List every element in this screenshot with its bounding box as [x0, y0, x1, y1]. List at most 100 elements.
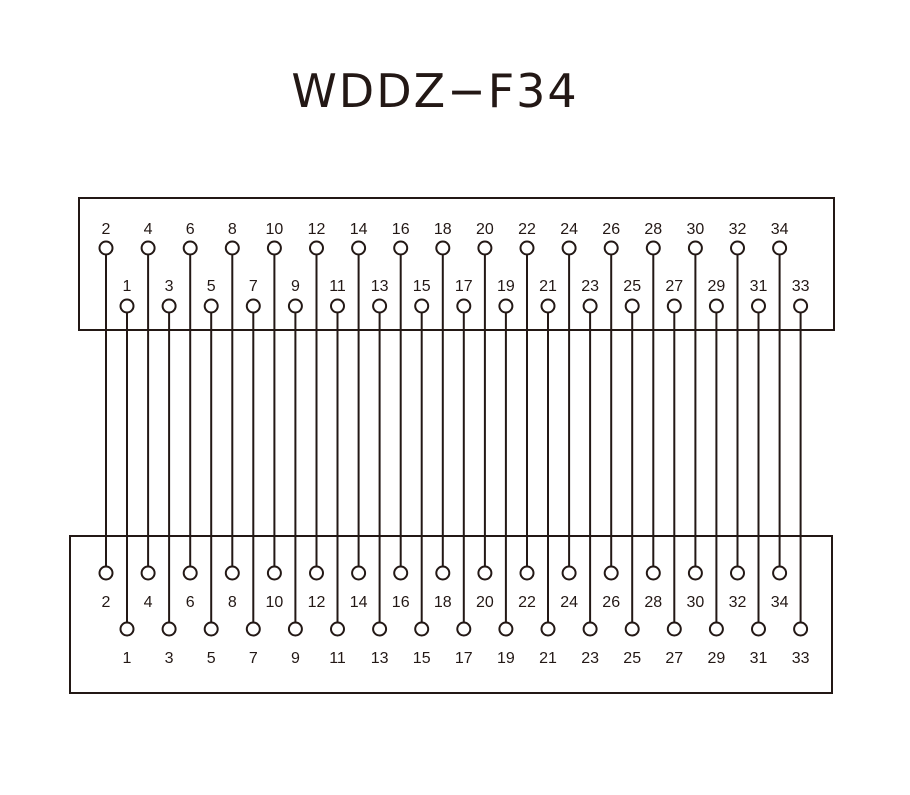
bottom-pin-3	[161, 621, 177, 637]
top-pin-19	[498, 298, 514, 314]
bottom-pin-19	[498, 621, 514, 637]
top-pin-label-21: 21	[539, 278, 557, 295]
top-pin-33	[793, 298, 809, 314]
top-pin-label-8: 8	[228, 221, 237, 238]
bottom-pin-1	[119, 621, 135, 637]
top-pin-label-32: 32	[729, 221, 747, 238]
top-pin-label-5: 5	[207, 278, 216, 295]
top-pin-28	[645, 240, 661, 256]
top-pin-label-6: 6	[186, 221, 195, 238]
bottom-pin-18	[435, 565, 451, 581]
top-pin-17	[456, 298, 472, 314]
bottom-pin-label-27: 27	[665, 650, 683, 667]
bottom-pin-label-2: 2	[102, 594, 111, 611]
diagram-title: WDDZ−F34	[291, 64, 579, 118]
top-pin-label-10: 10	[266, 221, 284, 238]
bottom-pin-30	[687, 565, 703, 581]
top-pin-label-13: 13	[371, 278, 389, 295]
top-pin-24	[561, 240, 577, 256]
bottom-pin-15	[414, 621, 430, 637]
bottom-pin-28	[645, 565, 661, 581]
top-pin-27	[666, 298, 682, 314]
bottom-pin-label-18: 18	[434, 594, 452, 611]
bottom-pin-21	[540, 621, 556, 637]
top-pin-31	[751, 298, 766, 314]
bottom-terminal-block	[69, 535, 833, 694]
bottom-pin-label-14: 14	[350, 594, 368, 611]
top-pin-21	[540, 298, 556, 314]
top-terminal-block	[78, 197, 835, 331]
top-pin-30	[687, 240, 703, 256]
top-pin-label-31: 31	[750, 278, 768, 295]
top-pin-label-4: 4	[144, 221, 153, 238]
bottom-pin-11	[330, 621, 345, 637]
bottom-pin-label-20: 20	[476, 594, 494, 611]
top-pin-label-20: 20	[476, 221, 494, 238]
bottom-pin-label-8: 8	[228, 594, 237, 611]
top-pin-7	[245, 298, 261, 314]
bottom-pin-label-24: 24	[560, 594, 578, 611]
top-pin-label-11: 11	[329, 278, 346, 295]
top-pin-6	[182, 240, 198, 256]
top-pin-label-3: 3	[165, 278, 174, 295]
top-pin-29	[708, 298, 724, 314]
bottom-pin-14	[351, 565, 367, 581]
bottom-pin-label-16: 16	[392, 594, 410, 611]
top-pin-9	[287, 298, 303, 314]
top-pin-14	[351, 240, 367, 256]
top-pin-8	[224, 240, 240, 256]
bottom-pin-33	[793, 621, 809, 637]
top-pin-26	[603, 240, 619, 256]
top-pin-16	[393, 240, 409, 256]
top-pin-11	[330, 298, 345, 314]
top-pin-1	[119, 298, 135, 314]
bottom-pin-label-21: 21	[539, 650, 557, 667]
bottom-pin-34	[772, 565, 788, 581]
bottom-pin-label-9: 9	[291, 650, 300, 667]
top-pin-12	[309, 240, 324, 256]
top-pin-22	[519, 240, 535, 256]
top-pin-2	[98, 240, 114, 256]
top-pin-23	[582, 298, 598, 314]
bottom-pin-label-26: 26	[602, 594, 620, 611]
top-pin-label-7: 7	[249, 278, 258, 295]
top-pin-label-24: 24	[560, 221, 578, 238]
top-pin-label-26: 26	[602, 221, 620, 238]
top-pin-label-30: 30	[687, 221, 705, 238]
top-pin-4	[140, 240, 156, 256]
bottom-pin-label-5: 5	[207, 650, 216, 667]
bottom-pin-label-6: 6	[186, 594, 195, 611]
bottom-pin-25	[624, 621, 640, 637]
bottom-pin-23	[582, 621, 598, 637]
bottom-pin-4	[140, 565, 156, 581]
top-pin-label-18: 18	[434, 221, 452, 238]
top-pin-10	[266, 240, 282, 256]
bottom-pin-label-3: 3	[165, 650, 174, 667]
bottom-pin-label-28: 28	[644, 594, 662, 611]
bottom-pin-label-11: 11	[329, 650, 346, 667]
bottom-pin-10	[266, 565, 282, 581]
bottom-pin-16	[393, 565, 409, 581]
top-pin-25	[624, 298, 640, 314]
bottom-pin-27	[666, 621, 682, 637]
top-pin-20	[477, 240, 493, 256]
bottom-pin-20	[477, 565, 493, 581]
top-pin-34	[772, 240, 788, 256]
top-pin-label-29: 29	[708, 278, 726, 295]
bottom-pin-9	[287, 621, 303, 637]
bottom-pin-label-30: 30	[687, 594, 705, 611]
top-pin-15	[414, 298, 430, 314]
bottom-pin-label-4: 4	[144, 594, 153, 611]
top-pin-3	[161, 298, 177, 314]
bottom-pin-5	[203, 621, 219, 637]
bottom-pin-26	[603, 565, 619, 581]
bottom-pin-17	[456, 621, 472, 637]
bottom-pin-label-22: 22	[518, 594, 536, 611]
bottom-pin-12	[309, 565, 324, 581]
top-pin-label-12: 12	[308, 221, 326, 238]
top-pin-label-27: 27	[665, 278, 683, 295]
bottom-pin-label-31: 31	[750, 650, 768, 667]
bottom-pin-24	[561, 565, 577, 581]
bottom-pin-label-25: 25	[623, 650, 641, 667]
